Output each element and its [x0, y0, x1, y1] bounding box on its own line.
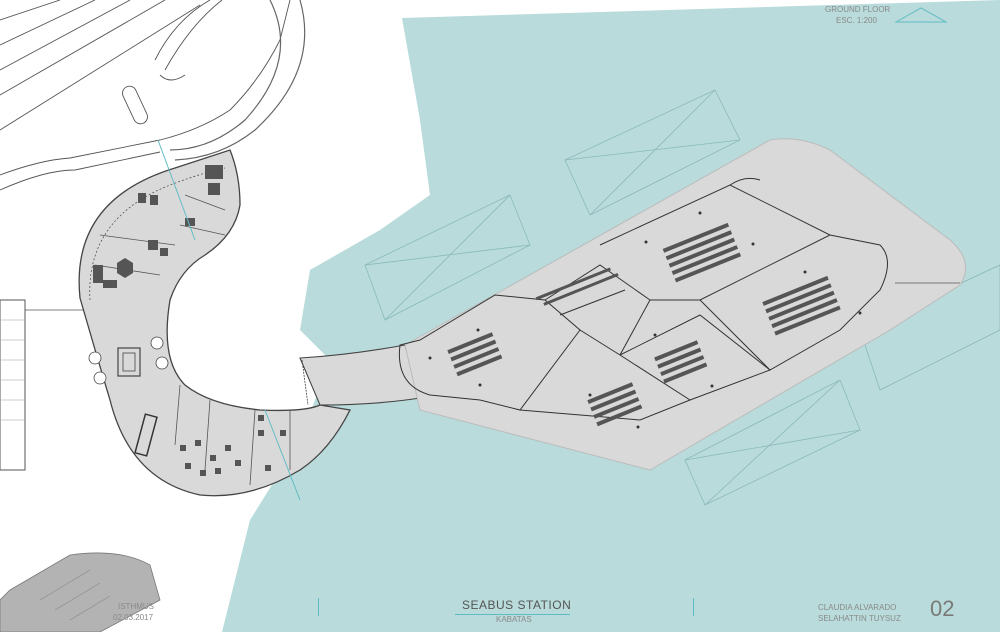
stair-ramp — [169, 0, 306, 161]
boat-outlines — [364, 89, 1000, 506]
project-label: ISTHMUS — [118, 602, 154, 611]
author-2: SELAHATTIN TUYSUZ — [818, 614, 901, 623]
divider-1 — [318, 598, 319, 616]
sheet-number: 02 — [930, 596, 955, 621]
author-1: CLAUDIA ALVARADO — [818, 603, 897, 612]
date-label: 02.03.2017 — [113, 613, 154, 622]
s-shaped-terminal — [78, 149, 351, 497]
context-roads — [0, 0, 291, 191]
level-triangle-icon — [894, 7, 948, 23]
context-building — [0, 299, 26, 471]
section-line-a — [157, 139, 196, 241]
pier-walls — [398, 177, 888, 421]
floating-pier — [404, 138, 967, 471]
access-bridge — [299, 344, 421, 406]
turnstiles — [88, 336, 169, 385]
divider-2 — [693, 598, 694, 616]
furniture-symbols — [93, 165, 223, 288]
counter — [134, 413, 158, 457]
seating-rows — [447, 222, 841, 427]
title-underline — [455, 614, 570, 615]
title-block: ISTHMUS 02.03.2017 SEABUS STATION KABATA… — [0, 590, 1000, 632]
terminal-interior — [94, 194, 291, 486]
context-grey-block — [0, 552, 161, 632]
cafe-tables — [180, 415, 286, 476]
drawing-title: SEABUS STATION — [462, 598, 572, 612]
section-line-b — [264, 409, 301, 501]
scale-label: ESC. 1:200 — [836, 16, 877, 25]
floor-label: GROUND FLOOR — [825, 5, 891, 14]
info-desk — [117, 347, 141, 377]
drawing-subtitle: KABATAS — [496, 615, 532, 624]
pier-columns — [428, 211, 862, 429]
